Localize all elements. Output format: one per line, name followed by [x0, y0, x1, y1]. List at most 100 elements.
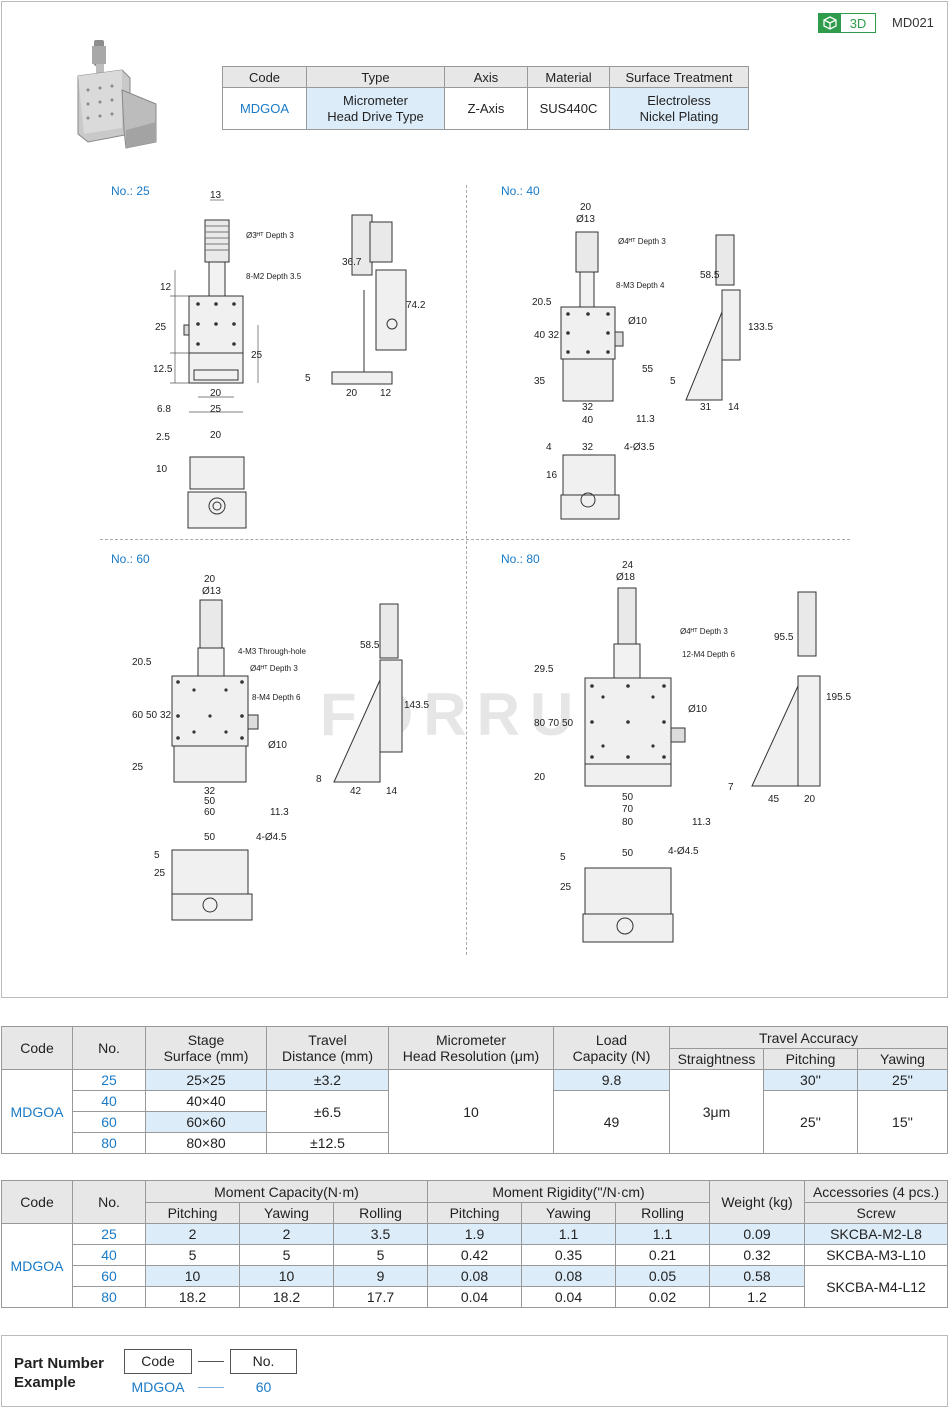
- cell-stage: 40×40: [145, 1090, 267, 1112]
- product-photo: [77, 40, 157, 149]
- svg-text:8: 8: [316, 774, 322, 785]
- svg-text:14: 14: [386, 786, 398, 797]
- cell-yawing: 25'': [857, 1069, 948, 1091]
- table-row: 80 80×80 ±12.5: [2, 1132, 948, 1154]
- cell-travel: ±12.5: [266, 1132, 389, 1154]
- cell-cap-pitching: 5: [145, 1244, 240, 1266]
- cell-weight: 0.09: [709, 1223, 805, 1245]
- svg-text:36.7: 36.7: [342, 257, 362, 268]
- svg-text:14: 14: [728, 402, 740, 413]
- cell-stage: 80×80: [145, 1132, 267, 1154]
- cell-no: 40: [72, 1090, 146, 1112]
- drawing-frame: [1, 1, 948, 998]
- svg-text:55: 55: [642, 364, 654, 375]
- drawing-label-no40: No.: 40: [501, 184, 540, 198]
- part-separator: [198, 1361, 224, 1362]
- cell-rig-rolling: 1.1: [615, 1223, 710, 1245]
- col-surface: Surface Treatment: [609, 66, 749, 88]
- col-accessories: Accessories (4 pcs.): [804, 1180, 948, 1203]
- svg-text:32: 32: [204, 786, 216, 797]
- col-cap-pitching: Pitching: [145, 1202, 240, 1224]
- svg-text:5: 5: [670, 376, 676, 387]
- svg-text:80: 80: [534, 718, 546, 729]
- cell-yawing: 15'': [857, 1090, 948, 1154]
- cell-rig-pitching: 0.42: [427, 1244, 522, 1266]
- drawing-no25: [170, 199, 407, 529]
- table-row: MDGOA 25 2 2 3.5 1.9 1.1 1.1 0.09 SKCBA-…: [1, 1223, 948, 1308]
- cell-no: 80: [72, 1132, 146, 1154]
- 3d-model-button[interactable]: 3D: [818, 13, 876, 33]
- cell-no: 80: [72, 1286, 146, 1308]
- svg-text:Ø4ᴴᵀ Depth 3: Ø4ᴴᵀ Depth 3: [618, 237, 666, 246]
- svg-text:Ø4ᴴᵀ Depth 3: Ø4ᴴᵀ Depth 3: [680, 627, 728, 636]
- cell-rig-pitching: 1.9: [427, 1223, 522, 1245]
- col-weight: Weight (kg): [709, 1180, 805, 1224]
- cell-rig-pitching: 0.08: [427, 1265, 522, 1287]
- svg-text:74.2: 74.2: [406, 300, 426, 311]
- svg-text:20: 20: [580, 202, 592, 213]
- drawing-no40: [560, 231, 741, 520]
- svg-text:70: 70: [548, 718, 560, 729]
- svg-text:25: 25: [251, 350, 263, 361]
- col-yawing: Yawing: [857, 1048, 948, 1070]
- svg-text:Ø18: Ø18: [616, 572, 635, 583]
- col-moment-capacity: Moment Capacity(N·m): [145, 1180, 428, 1203]
- svg-text:32: 32: [582, 442, 594, 453]
- svg-text:20: 20: [346, 388, 358, 399]
- cell-cap-pitching: 2: [145, 1223, 240, 1245]
- svg-text:29.5: 29.5: [534, 664, 554, 675]
- svg-text:133.5: 133.5: [748, 322, 773, 333]
- drawing-no60: [171, 599, 403, 921]
- svg-text:40: 40: [582, 415, 594, 426]
- svg-text:Ø10: Ø10: [688, 704, 707, 715]
- svg-text:70: 70: [622, 804, 634, 815]
- part-value-separator: [198, 1387, 224, 1388]
- drawing-no80: [582, 587, 821, 943]
- svg-text:50: 50: [204, 832, 216, 843]
- cell-stage: 60×60: [145, 1111, 267, 1133]
- cube-icon: [819, 14, 841, 32]
- col-code: Code: [1, 1180, 73, 1224]
- svg-text:20: 20: [804, 794, 816, 805]
- technical-drawings: FORRUN 13 Ø3ᴴᵀ Depth 3 8-M2 Depth 3.5 12…: [132, 190, 851, 943]
- cell-material: SUS440C: [527, 87, 610, 130]
- svg-text:58.5: 58.5: [700, 270, 720, 281]
- cell-cap-yawing: 18.2: [239, 1286, 334, 1308]
- svg-text:50: 50: [204, 796, 216, 807]
- drawing-no60-dims: 20 Ø13 4-M3 Through-hole Ø4ᴴᵀ Depth 3 8-…: [132, 574, 429, 879]
- cell-weight: 0.32: [709, 1244, 805, 1266]
- cell-code: MDGOA: [1, 1223, 73, 1308]
- svg-text:25: 25: [560, 882, 572, 893]
- drawing-label-no60: No.: 60: [111, 552, 150, 566]
- col-travel-accuracy: Travel Accuracy: [669, 1026, 948, 1049]
- col-pitching: Pitching: [763, 1048, 858, 1070]
- svg-text:143.5: 143.5: [404, 700, 429, 711]
- drawing-divider-horizontal: [100, 539, 850, 540]
- svg-text:32: 32: [582, 402, 594, 413]
- col-no: No.: [72, 1180, 146, 1224]
- svg-text:5: 5: [560, 852, 566, 863]
- svg-text:42: 42: [350, 786, 362, 797]
- svg-text:8-M2 Depth 3.5: 8-M2 Depth 3.5: [246, 272, 302, 281]
- svg-text:25: 25: [132, 762, 144, 773]
- table-row: 40 5 5 5 0.42 0.35 0.21 0.32 SKCBA-M3-L1…: [2, 1244, 948, 1266]
- svg-text:8-M4 Depth 6: 8-M4 Depth 6: [252, 693, 301, 702]
- cell-cap-pitching: 18.2: [145, 1286, 240, 1308]
- cell-weight: 0.58: [709, 1265, 805, 1287]
- svg-text:50: 50: [622, 848, 634, 859]
- svg-text:31: 31: [700, 402, 712, 413]
- 3d-label: 3D: [849, 15, 867, 31]
- cell-no: 25: [72, 1223, 146, 1245]
- svg-text:20: 20: [210, 388, 222, 399]
- svg-text:32: 32: [548, 330, 560, 341]
- svg-text:20: 20: [534, 772, 546, 783]
- col-material: Material: [527, 66, 610, 88]
- table-row: 40 40×40 ±6.5 49 25'' 15'': [2, 1090, 948, 1154]
- cell-no: 60: [72, 1265, 146, 1287]
- svg-text:Ø13: Ø13: [202, 586, 221, 597]
